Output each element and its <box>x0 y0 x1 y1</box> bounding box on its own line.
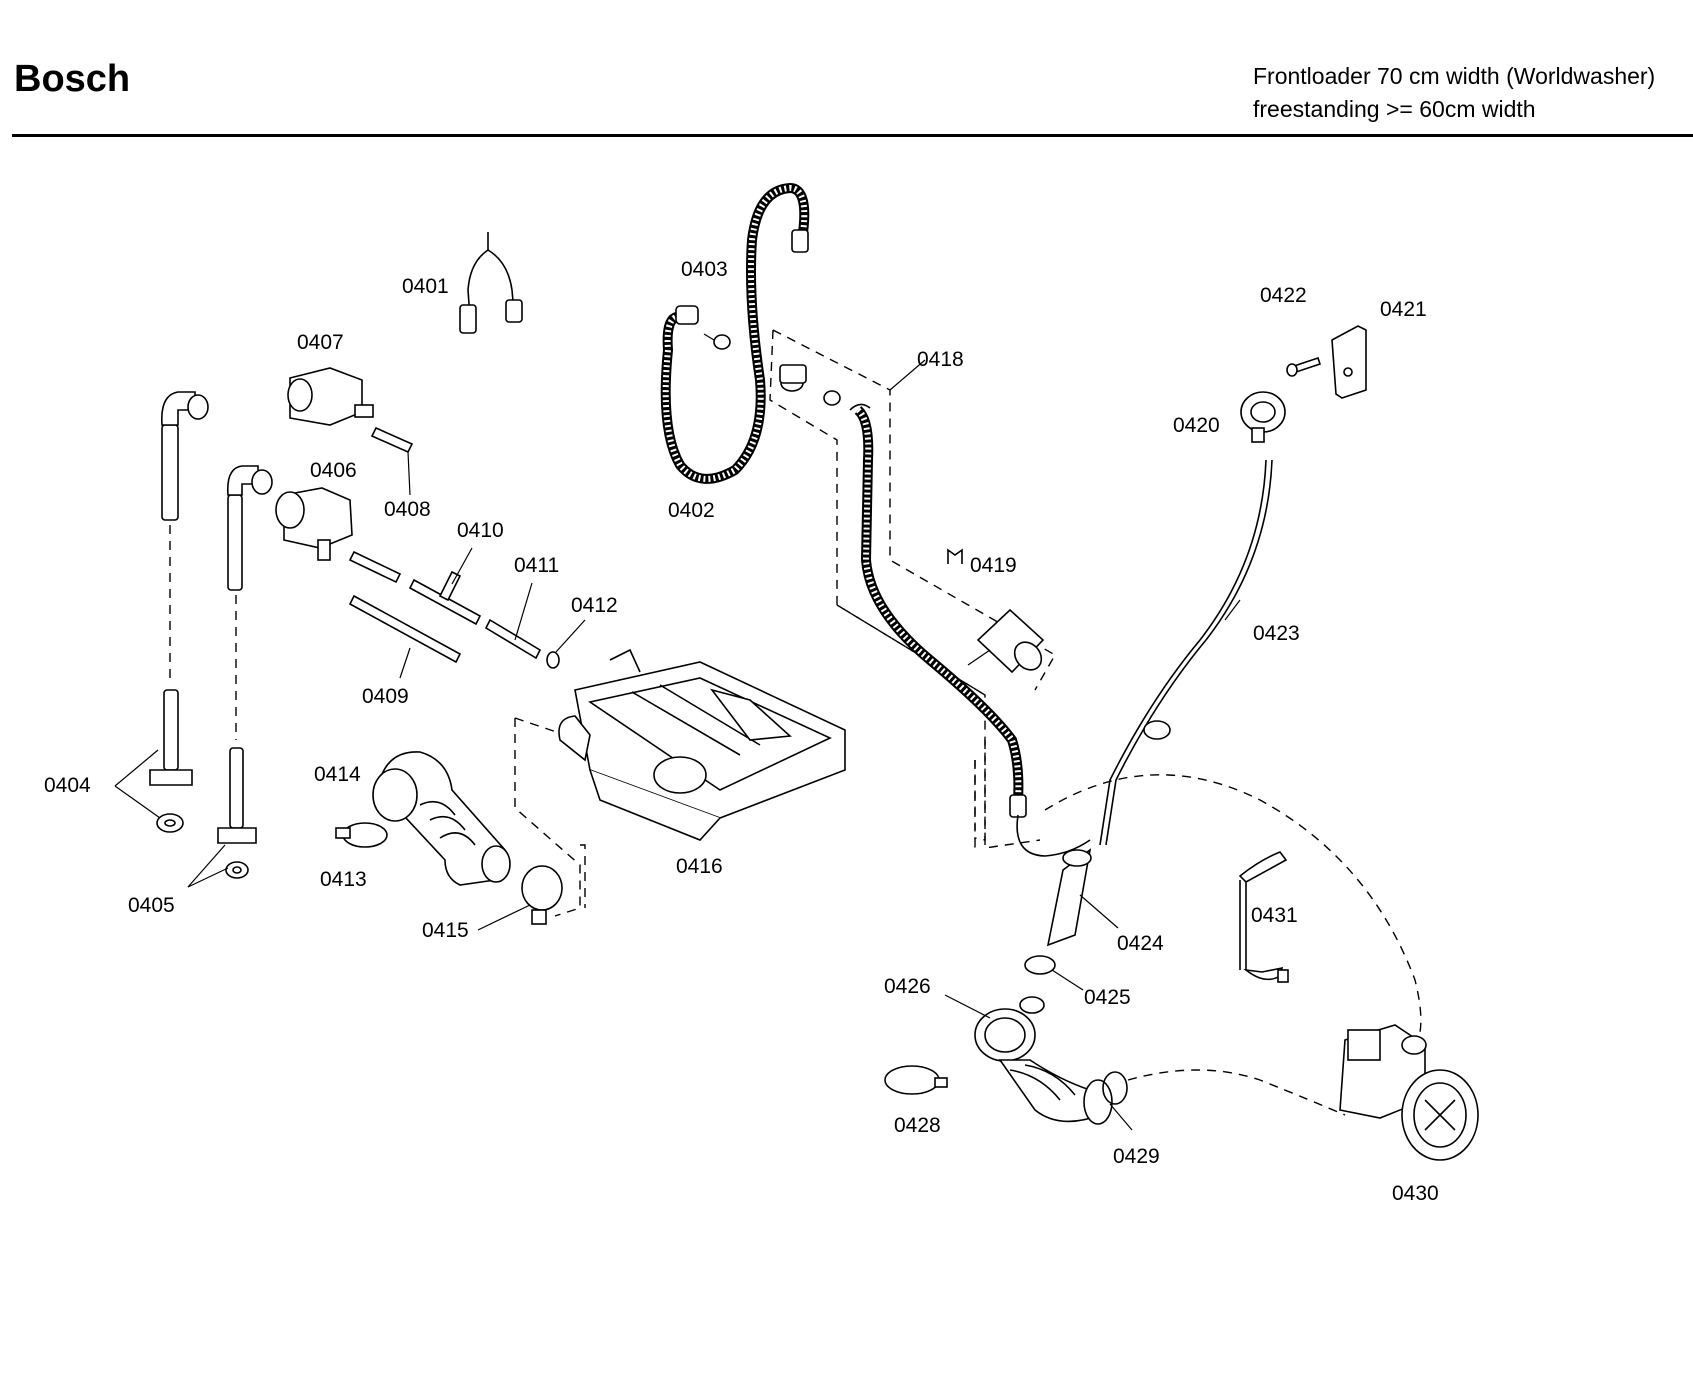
part-0409-tube <box>348 594 462 679</box>
label-0406: 0406 <box>310 459 357 482</box>
part-0420-pressure-switch <box>1240 391 1286 443</box>
part-0404-inlet-pipe <box>114 391 209 833</box>
label-0412: 0412 <box>571 594 618 617</box>
brand-title: Bosch <box>14 58 131 100</box>
part-0424-air-trap <box>1046 848 1119 947</box>
foam-sleeve <box>967 608 1045 674</box>
part-0403-hose-clamp <box>703 333 731 350</box>
part-0411-tube <box>484 582 542 660</box>
part-0413-hose-clamp <box>335 822 388 848</box>
label-0407: 0407 <box>297 331 344 354</box>
label-0428: 0428 <box>894 1114 941 1137</box>
part-0405-inlet-pipe <box>187 465 273 888</box>
label-0411: 0411 <box>514 554 559 577</box>
part-0406-solenoid-valve <box>275 487 353 561</box>
part-0419-clip <box>947 548 963 564</box>
part-0430-drain-pump <box>1044 774 1479 1161</box>
header-rule <box>12 134 1693 137</box>
part-0421-bracket <box>1331 325 1367 399</box>
part-0401-y-bracket <box>459 232 523 334</box>
label-0429: 0429 <box>1113 1145 1160 1168</box>
label-0423: 0423 <box>1253 622 1300 645</box>
part-0407-solenoid-valve <box>287 367 374 426</box>
part-0418-hose-assembly <box>769 329 1091 857</box>
label-0431: 0431 <box>1251 904 1298 927</box>
part-0423-pressure-tube <box>1099 459 1273 846</box>
label-0414: 0414 <box>314 763 361 786</box>
part-0408-tube <box>348 426 414 584</box>
label-0402: 0402 <box>668 499 715 522</box>
label-0415: 0415 <box>422 919 469 942</box>
label-0419: 0419 <box>970 554 1017 577</box>
part-0402-inlet-hose <box>660 182 810 484</box>
label-0430: 0430 <box>1392 1182 1439 1205</box>
label-0403: 0403 <box>681 258 728 281</box>
label-0420: 0420 <box>1173 414 1220 437</box>
label-0422: 0422 <box>1260 284 1307 307</box>
part-0426-sump-hose <box>944 994 1113 1125</box>
label-0410: 0410 <box>457 519 504 542</box>
part-0425-hose-clamp <box>1024 955 1084 991</box>
label-0424: 0424 <box>1117 932 1164 955</box>
part-0410-tube <box>408 547 482 626</box>
part-0428-hose-clamp <box>884 1065 948 1095</box>
part-0429-hose-clamp <box>1102 1071 1133 1131</box>
label-0413: 0413 <box>320 868 367 891</box>
part-0415-hose-clamp <box>477 865 563 931</box>
part-0431-wire-harness <box>1238 851 1289 983</box>
model-description: Frontloader 70 cm width (Worldwasher) fr… <box>1253 60 1693 126</box>
model-line-1: Frontloader 70 cm width (Worldwasher) <box>1253 63 1656 89</box>
label-0416: 0416 <box>676 855 723 878</box>
part-0412-clamp <box>546 619 586 669</box>
label-0408: 0408 <box>384 498 431 521</box>
label-0421: 0421 <box>1380 298 1427 321</box>
label-0425: 0425 <box>1084 986 1131 1009</box>
part-0414-bellows-hose <box>372 751 511 886</box>
part-0422-screw <box>1286 356 1322 377</box>
label-0405: 0405 <box>128 894 175 917</box>
model-line-2: freestanding >= 60cm width <box>1253 96 1536 122</box>
part-0416-dispenser-housing <box>514 648 846 917</box>
label-0426: 0426 <box>884 975 931 998</box>
callout-labels: 0401 0402 0403 0404 0405 0406 0407 0408 … <box>44 258 1439 1205</box>
label-0404: 0404 <box>44 774 91 797</box>
label-0409: 0409 <box>362 685 409 708</box>
label-0401: 0401 <box>402 275 449 298</box>
label-0418: 0418 <box>917 348 964 371</box>
